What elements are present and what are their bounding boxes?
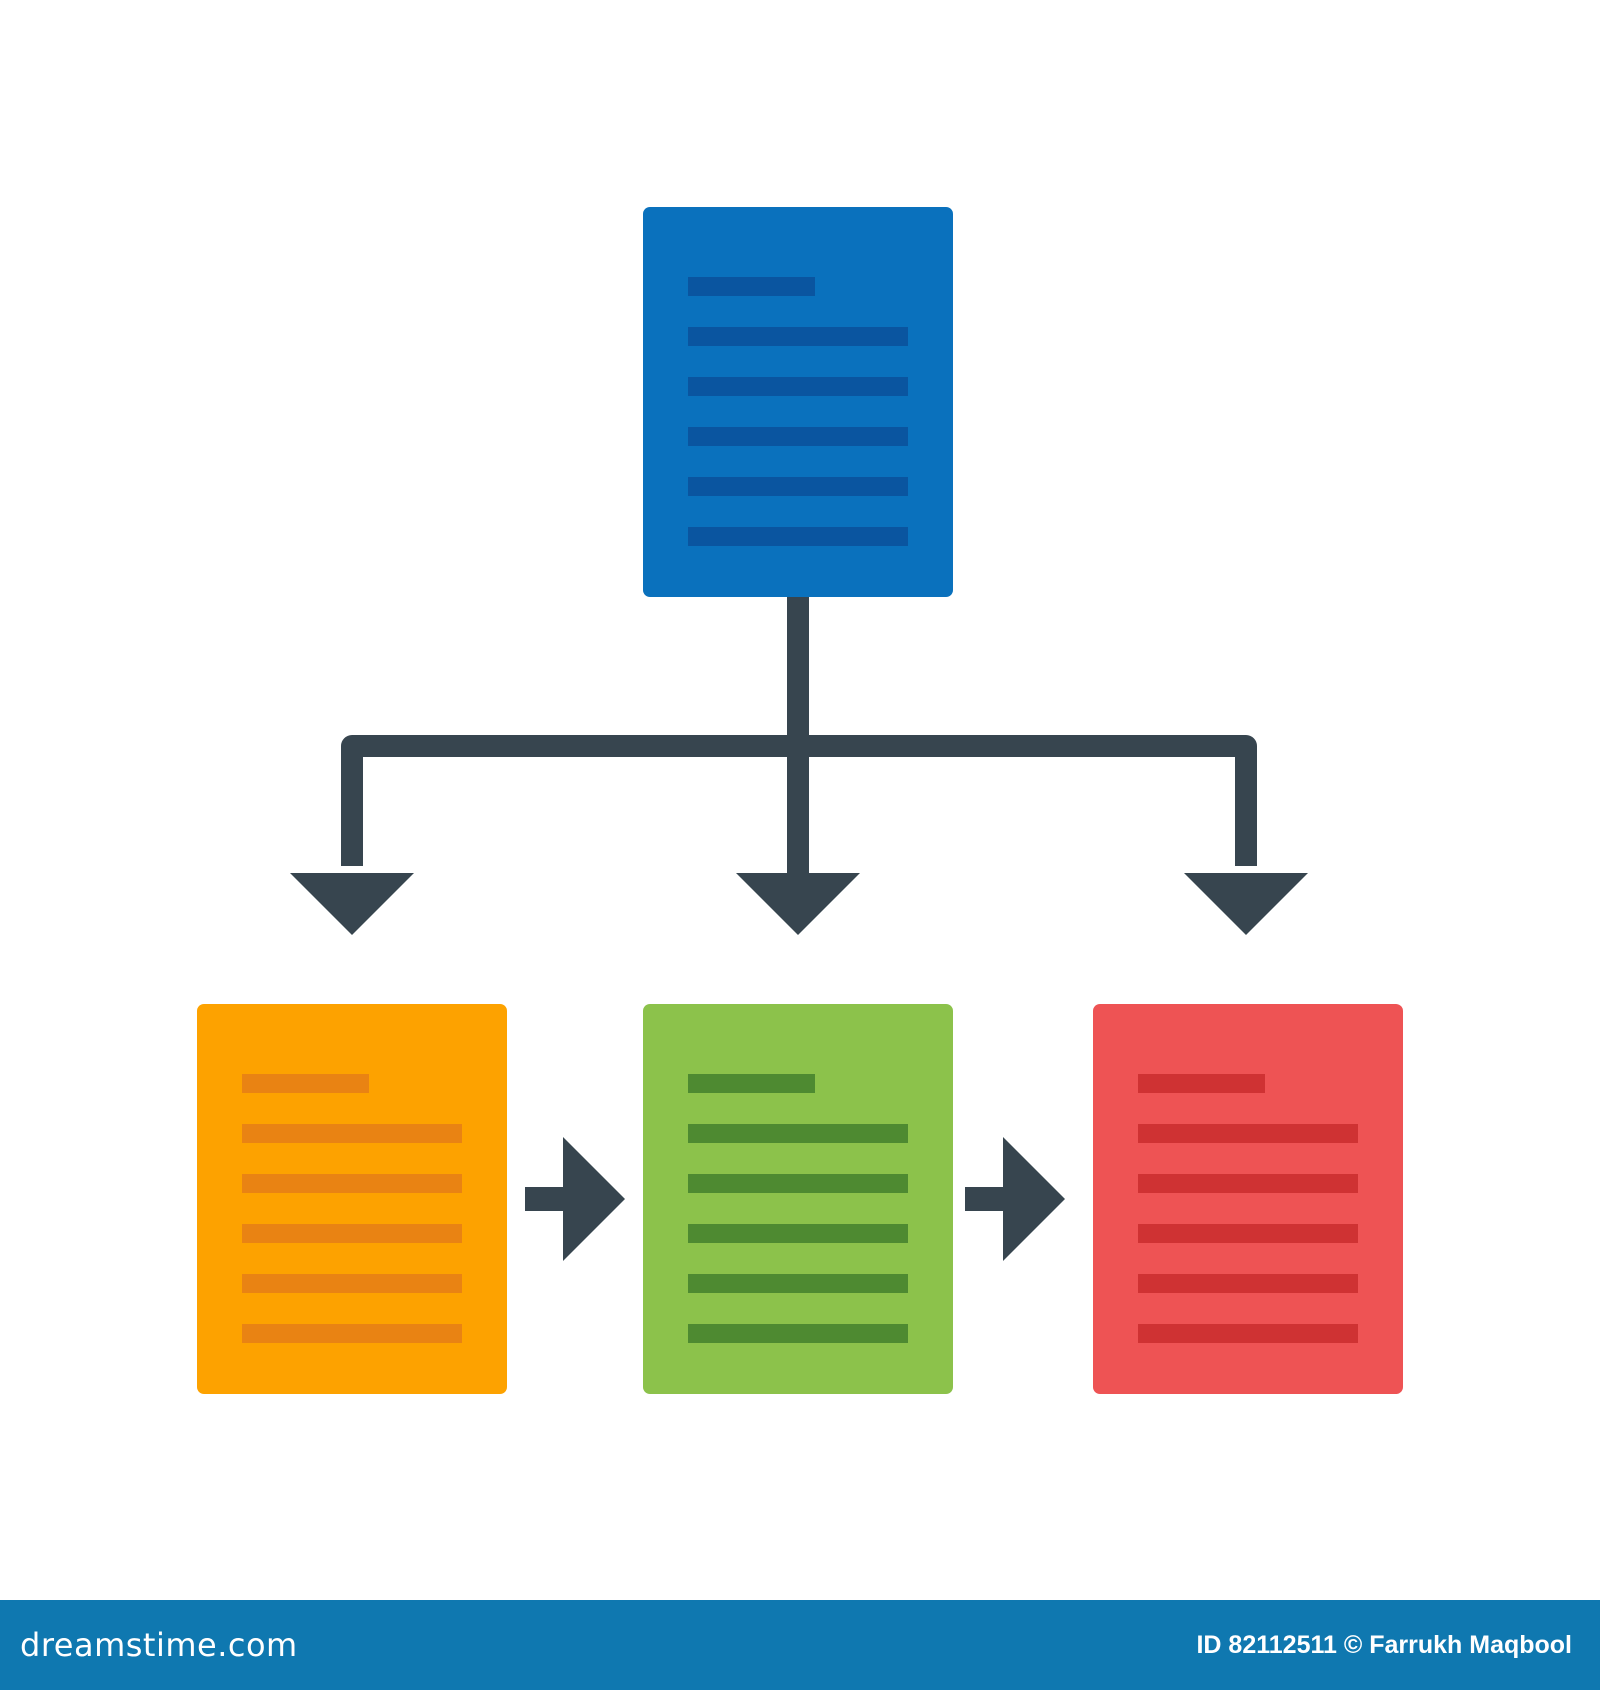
document-text-line: [1138, 1074, 1265, 1093]
connector-stem-center: [787, 746, 809, 876]
document-sheet: [643, 1004, 953, 1394]
document-text-line: [688, 1324, 908, 1343]
document-text-line: [1138, 1324, 1358, 1343]
down-arrow-icon: [736, 873, 860, 935]
footer-site-name: dreamstime.com: [20, 1626, 298, 1664]
document-text-line: [242, 1274, 462, 1293]
child-document-1-icon: [197, 1004, 507, 1394]
document-text-line: [688, 527, 908, 546]
document-text-line: [688, 277, 815, 296]
arrow-head: [1003, 1137, 1065, 1261]
document-text-line: [688, 427, 908, 446]
document-text-line: [242, 1224, 462, 1243]
arrow-shaft: [965, 1187, 1007, 1211]
document-text-line: [242, 1074, 369, 1093]
down-arrow-icon: [290, 873, 414, 935]
connector-trunk: [787, 597, 809, 757]
document-text-line: [1138, 1274, 1358, 1293]
document-text-line: [688, 1174, 908, 1193]
child-document-3-icon: [1093, 1004, 1403, 1394]
root-document-icon: [643, 207, 953, 597]
document-sheet: [1093, 1004, 1403, 1394]
down-arrow-icon: [1184, 873, 1308, 935]
document-text-line: [688, 377, 908, 396]
document-text-line: [242, 1324, 462, 1343]
tree-connector: [290, 597, 1308, 935]
footer-credit: ID 82112511 © Farrukh Maqbool: [1196, 1630, 1572, 1659]
document-text-line: [688, 1074, 815, 1093]
watermark-footer: dreamstime.com ID 82112511 © Farrukh Maq…: [0, 1600, 1600, 1690]
document-sheet: [643, 207, 953, 597]
document-text-line: [688, 1224, 908, 1243]
arrow-shaft: [525, 1187, 567, 1211]
document-text-line: [688, 1274, 908, 1293]
document-text-line: [688, 477, 908, 496]
document-text-line: [688, 1124, 908, 1143]
right-arrow-icon: [965, 1137, 1065, 1261]
document-text-line: [1138, 1224, 1358, 1243]
right-arrow-icon: [525, 1137, 625, 1261]
document-text-line: [1138, 1174, 1358, 1193]
hierarchy-diagram: [197, 207, 1403, 1394]
child-document-2-icon: [643, 1004, 953, 1394]
document-text-line: [1138, 1124, 1358, 1143]
document-text-line: [688, 327, 908, 346]
arrow-head: [563, 1137, 625, 1261]
diagram-canvas: [197, 207, 1403, 1394]
document-sheet: [197, 1004, 507, 1394]
document-text-line: [242, 1174, 462, 1193]
document-text-line: [242, 1124, 462, 1143]
